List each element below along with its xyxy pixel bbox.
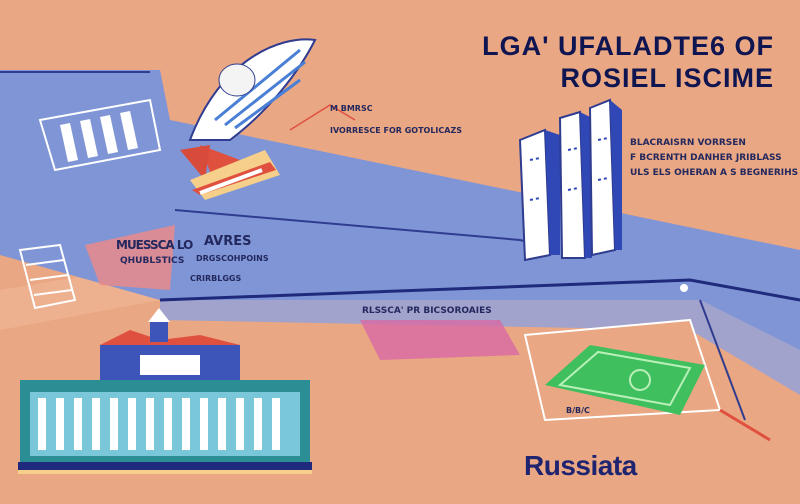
left-label-1: MUESSCA LO — [116, 238, 193, 252]
document-icon — [18, 243, 77, 310]
bottom-small-label: B/B/C — [566, 406, 590, 415]
bottom-wordmark: Russiata — [524, 450, 637, 481]
title-line-1: LGA' UFALADTE6 OF — [482, 31, 774, 61]
books-icon — [38, 98, 162, 172]
top-small-label-1: M BMRSC — [330, 104, 373, 113]
center-label: RLSSCA' PR BICSOROAIES — [362, 306, 492, 316]
mid-label-1: AVRES — [204, 234, 252, 249]
right-block-line-1: BLACRAISRN VORRSEN — [630, 138, 746, 148]
right-block-line-2: F BCRENTH DANHER JRIBLASS — [630, 153, 782, 163]
title-line-2: ROSIEL ISCIME — [560, 63, 774, 93]
left-label-2: QHUBLSTICS — [120, 256, 185, 266]
wing-icon — [180, 38, 317, 185]
skyscraper-icon — [518, 98, 622, 262]
right-block-line-3: ULS ELS OHERAN A S BEGNERIHS — [630, 168, 799, 178]
palace-icon — [18, 308, 312, 474]
rolled-document-icon — [190, 150, 280, 200]
top-small-label-2: IVORRESCE FOR GOTOLICAZS — [330, 126, 463, 135]
mid-label-2: DRGSCOHPOINS — [196, 254, 269, 263]
mid-label-3: CRIRBLGGS — [190, 274, 242, 283]
stadium-icon — [523, 299, 771, 442]
